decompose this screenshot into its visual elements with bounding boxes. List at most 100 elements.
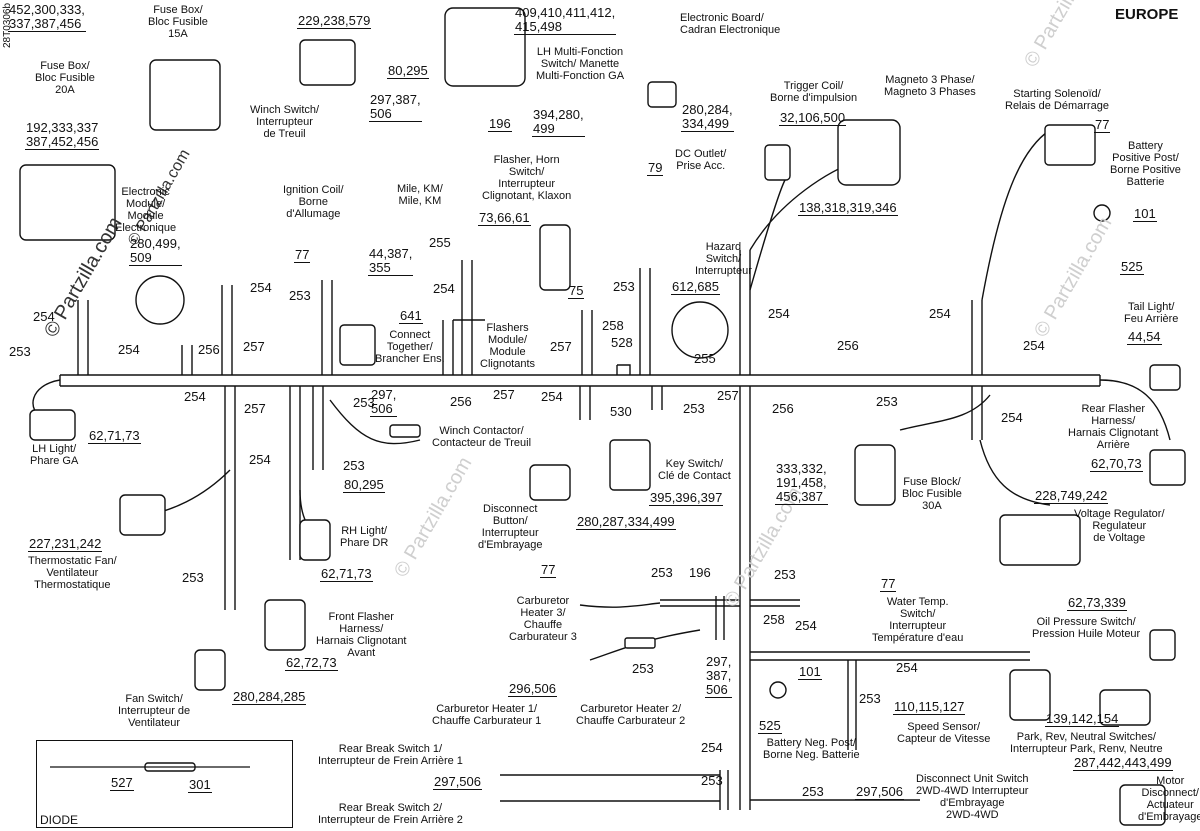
wire-winch-contactor: [329, 399, 421, 445]
branch-257: [651, 386, 663, 410]
branch-254-down: [289, 386, 301, 560]
wire-254: 254: [250, 280, 272, 295]
fuse15-part: 452,300,333, 337,387,456: [8, 2, 86, 32]
wire-voltage: [979, 439, 1051, 506]
wire-254: 254: [184, 389, 206, 404]
hazard-shape: [671, 301, 729, 359]
branch-vertical-main: [739, 386, 751, 810]
branch-water: [750, 599, 800, 607]
carb1-name: Carburetor Heater 1/ Chauffe Carburateur…: [432, 703, 542, 727]
electronic-module-shape: [135, 275, 185, 325]
branch-253-bottom: [719, 770, 729, 810]
battery-neg-part-a: 101: [798, 664, 822, 680]
wire-530: 530: [610, 404, 632, 419]
wire-256: 256: [837, 338, 859, 353]
winch-contactor-shape: [389, 424, 421, 438]
motor-disconnect-part: 287,442,443,499: [1073, 755, 1173, 771]
motor-disconnect-shape: [1119, 784, 1166, 826]
starting-name: Starting Solenoïd/ Relais de Démarrage: [1005, 88, 1109, 112]
branch-hazard: [639, 268, 651, 375]
wire-254: 254: [795, 618, 817, 633]
hazard-name: Hazard Switch/ Interrupteur: [695, 241, 752, 277]
flasher-horn-shape: [539, 224, 571, 291]
rear-flasher-part: 62,70,73: [1090, 456, 1143, 472]
carb2-name: Carburetor Heater 2/ Chauffe Carburateur…: [576, 703, 686, 727]
fuse15-name: Fuse Box/ Bloc Fusible 15A: [148, 4, 208, 40]
water-temp-name: Water Temp. Switch/ Interrupteur Tempéra…: [872, 596, 964, 644]
winch-contactor-part-b: 80,295: [343, 477, 385, 493]
wire-253: 253: [289, 288, 311, 303]
starting-part: 77: [1094, 117, 1111, 133]
branch-256: [181, 345, 193, 375]
wire-257: 257: [243, 339, 265, 354]
disconnect-unit-name: Disconnect Unit Switch 2WD-4WD Interrupt…: [916, 773, 1029, 821]
winch-switch-shape: [299, 39, 356, 86]
connect-together-name: Connect Together/ Brancher Ens.: [375, 329, 445, 365]
ignition-name: Ignition Coil/ Borne d'Allumage: [283, 184, 344, 220]
voltage-reg-name: Voltage Regulator/ Regulateur de Voltage: [1074, 508, 1165, 544]
mile-part-c: 196: [488, 116, 512, 132]
wire-253: 253: [343, 458, 365, 473]
branch-254-right: [971, 300, 983, 375]
lh-multi-shape: [647, 81, 677, 108]
trigger-name: Trigger Coil/ Borne d'impulsion: [770, 80, 858, 104]
fan-switch-part: 280,284,285: [232, 689, 307, 705]
key-switch-shape: [609, 439, 651, 491]
park-switch-part: 139,142,154: [1045, 711, 1120, 727]
main-harness-trunk: [59, 374, 1101, 387]
branch-flashers: [442, 319, 485, 375]
lh-light-shape: [29, 409, 76, 441]
park-switch-shape: [1099, 689, 1151, 726]
diode-part-a: 527: [110, 775, 134, 791]
speed-sensor-part: 110,115,127: [893, 699, 966, 715]
connect-together-part-a: 44,387, 355: [368, 246, 414, 276]
hazard-part: 612,685: [671, 279, 720, 295]
voltage-regulator-shape: [999, 514, 1081, 566]
motor-disconnect-name: Motor Disconnect/ Actuateur d'Embrayage: [1138, 775, 1200, 823]
ignition-part: 77: [294, 247, 311, 263]
battery-neg-part-b: 525: [758, 718, 782, 734]
battery-pos-shape: [1093, 204, 1111, 222]
wire-258: 258: [602, 318, 624, 333]
lh-multi-part-b: 280,284, 334,499: [681, 102, 734, 132]
mile-part-a: 80,295: [387, 63, 429, 79]
branch-528: [616, 364, 631, 375]
fuse20-name: Fuse Box/ Bloc Fusible 20A: [35, 60, 95, 96]
winch-contactor-part-a: 297, 506: [370, 387, 398, 417]
wire-253: 253: [9, 344, 31, 359]
branch-258: [581, 310, 593, 375]
front-flasher-shape: [264, 599, 306, 651]
elec-board-part: 409,410,411,412, 415,498: [514, 5, 617, 35]
water-temp-part: 77: [880, 576, 897, 592]
wire-trigger: [749, 179, 786, 291]
wire-253: 253: [683, 401, 705, 416]
flashers-module-part: 75: [568, 283, 585, 299]
wire-257: 257: [550, 339, 572, 354]
branch-left-down: [224, 386, 236, 610]
region-label: EUROPE: [1115, 6, 1179, 23]
dc-outlet-name: DC Outlet/ Prise Acc.: [675, 148, 727, 172]
rh-light-name: RH Light/ Phare DR: [340, 525, 389, 549]
wire-253: 253: [876, 394, 898, 409]
disconnect-button-name: Disconnect Button/ Interrupteur d'Embray…: [478, 503, 543, 551]
tail-light-name: Tail Light/ Feu Arrière: [1124, 301, 1179, 325]
flasher-horn-name: Flasher, Horn Switch/ Interrupteur Clign…: [482, 154, 572, 202]
wire-253: 253: [651, 565, 673, 580]
voltage-reg-part: 228,749,242: [1034, 488, 1109, 504]
battery-pos-part-b: 525: [1120, 259, 1144, 275]
trigger-coil-shape: [764, 144, 791, 181]
disconnect-button-part: 280,287,334,499: [576, 514, 676, 530]
rear-break1-name: Rear Break Switch 1/ Interrupteur de Fre…: [318, 743, 463, 767]
magneto-shape: [837, 119, 901, 186]
wire-254: 254: [896, 660, 918, 675]
mile-name: Mile, KM/ Mile, KM: [397, 183, 443, 207]
lh-light-part: 62,71,73: [88, 428, 141, 444]
tail-light-shape: [1149, 364, 1181, 391]
branch-dashboard: [461, 260, 473, 375]
thermo-fan-part: 227,231,242: [28, 536, 103, 552]
wire-253: 253: [353, 395, 375, 410]
wire-254: 254: [701, 740, 723, 755]
fuse-block-shape: [854, 444, 896, 506]
wire-254: 254: [249, 452, 271, 467]
fuse-block-name: Fuse Block/ Bloc Fusible 30A: [902, 476, 962, 512]
